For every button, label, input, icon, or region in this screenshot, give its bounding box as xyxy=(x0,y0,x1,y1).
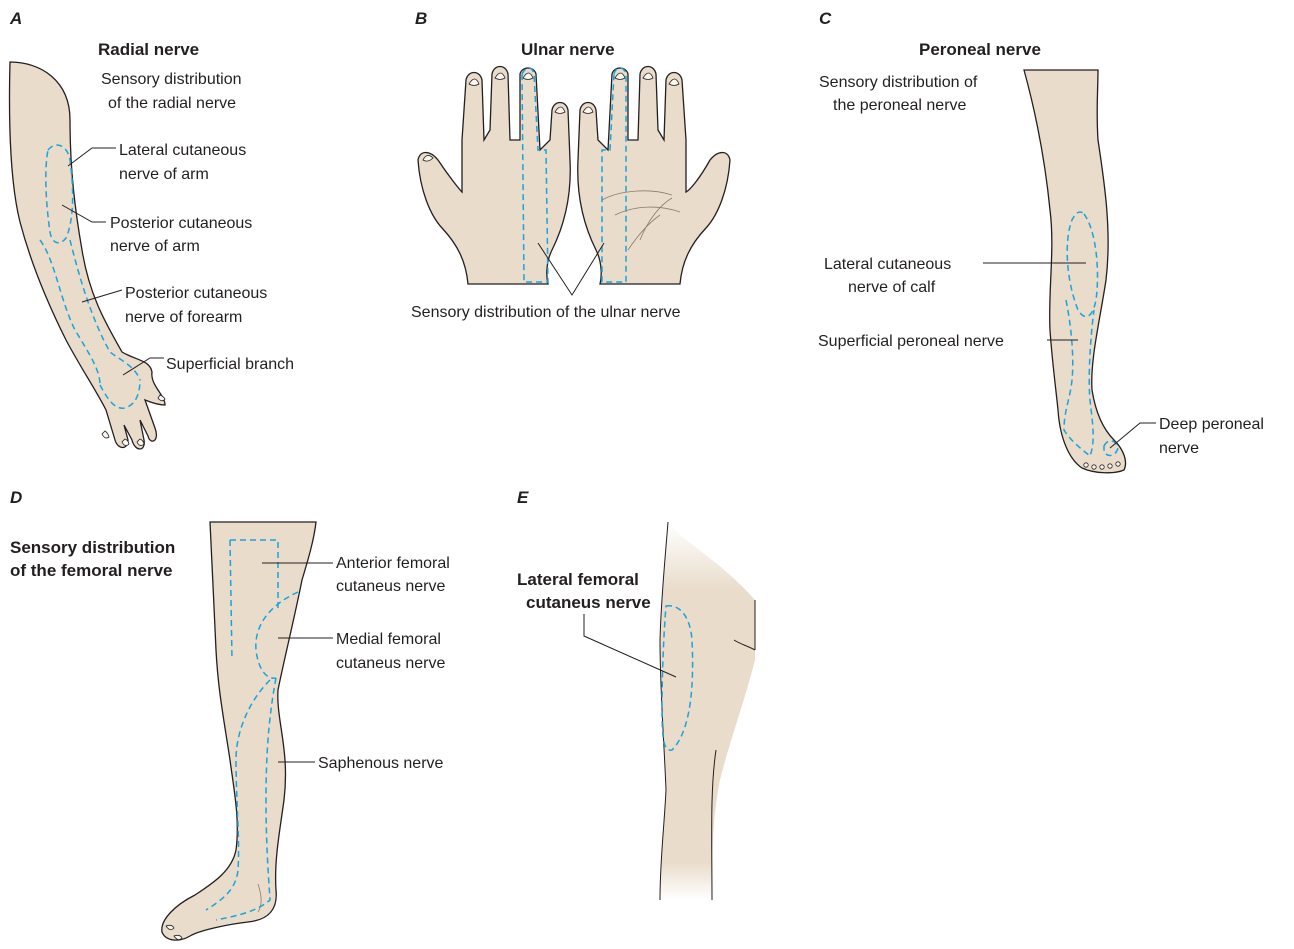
label-posterior-cutaneous-arm-line1: Posterior cutaneous xyxy=(110,215,252,232)
label-lateral-cutaneous-calf-line1: Lateral cutaneous xyxy=(824,256,951,273)
panel-a-title: Radial nerve xyxy=(98,40,199,59)
label-saphenous: Saphenous nerve xyxy=(318,755,444,772)
label-anterior-femoral-line1: Anterior femoral xyxy=(336,555,450,572)
label-medial-femoral-line1: Medial femoral xyxy=(336,631,441,648)
label-medial-femoral-line2: cutaneus nerve xyxy=(336,655,446,672)
label-lateral-cutaneous-arm-line1: Lateral cutaneous xyxy=(119,142,246,159)
panel-letter-b: B xyxy=(415,9,427,28)
panel-a-subtitle-line2: of the radial nerve xyxy=(108,95,236,112)
panel-d-title-line2: of the femoral nerve xyxy=(10,561,173,580)
panel-c-peroneal: C Peroneal nerve Sensory distribution of… xyxy=(818,9,1264,473)
arm-illustration xyxy=(9,62,165,449)
panel-e-title-line1: Lateral femoral xyxy=(517,570,639,589)
label-anterior-femoral-line2: cutaneus nerve xyxy=(336,578,446,595)
label-posterior-cutaneous-arm-line2: nerve of arm xyxy=(110,238,200,255)
panel-letter-e: E xyxy=(517,488,529,507)
panel-a-subtitle-line1: Sensory distribution xyxy=(101,71,242,88)
panel-c-subtitle-line1: Sensory distribution of xyxy=(819,74,978,91)
label-posterior-cutaneous-forearm-line1: Posterior cutaneous xyxy=(125,285,267,302)
panel-a-radial: A Radial nerve Sensory distribution of t… xyxy=(9,9,294,449)
panel-e-title-line2: cutaneus nerve xyxy=(526,593,651,612)
panel-letter-c: C xyxy=(819,9,832,28)
panel-e-lateral-femoral: E Lateral femoral cutaneus nerve xyxy=(517,488,755,900)
panel-letter-a: A xyxy=(9,9,22,28)
thigh-illustration xyxy=(660,522,755,900)
panel-c-subtitle-line2: the peroneal nerve xyxy=(833,97,967,114)
panel-c-title: Peroneal nerve xyxy=(919,40,1041,59)
panel-b-title: Ulnar nerve xyxy=(521,40,615,59)
lower-leg-illustration xyxy=(1024,70,1126,473)
panel-d-femoral: D Sensory distribution of the femoral ne… xyxy=(10,488,450,940)
left-hand-illustration xyxy=(418,67,570,285)
label-posterior-cutaneous-forearm-line2: nerve of forearm xyxy=(125,309,242,326)
label-lateral-cutaneous-calf-line2: nerve of calf xyxy=(848,279,936,296)
full-leg-illustration xyxy=(162,522,316,940)
label-superficial-branch: Superficial branch xyxy=(166,356,294,373)
label-deep-peroneal-line1: Deep peroneal xyxy=(1159,416,1264,433)
label-deep-peroneal-line2: nerve xyxy=(1159,440,1199,457)
panel-c-labels: Lateral cutaneous nerve of calf Superfic… xyxy=(818,256,1264,457)
label-ulnar-caption: Sensory distribution of the ulnar nerve xyxy=(411,304,681,321)
label-superficial-peroneal: Superficial peroneal nerve xyxy=(818,333,1004,350)
panel-letter-d: D xyxy=(10,488,22,507)
panel-d-title-line1: Sensory distribution xyxy=(10,538,175,557)
panel-b-ulnar: B Ulnar nerve Sensory distribution o xyxy=(411,9,730,321)
label-lateral-cutaneous-arm-line2: nerve of arm xyxy=(119,166,209,183)
right-hand-illustration xyxy=(578,67,730,285)
